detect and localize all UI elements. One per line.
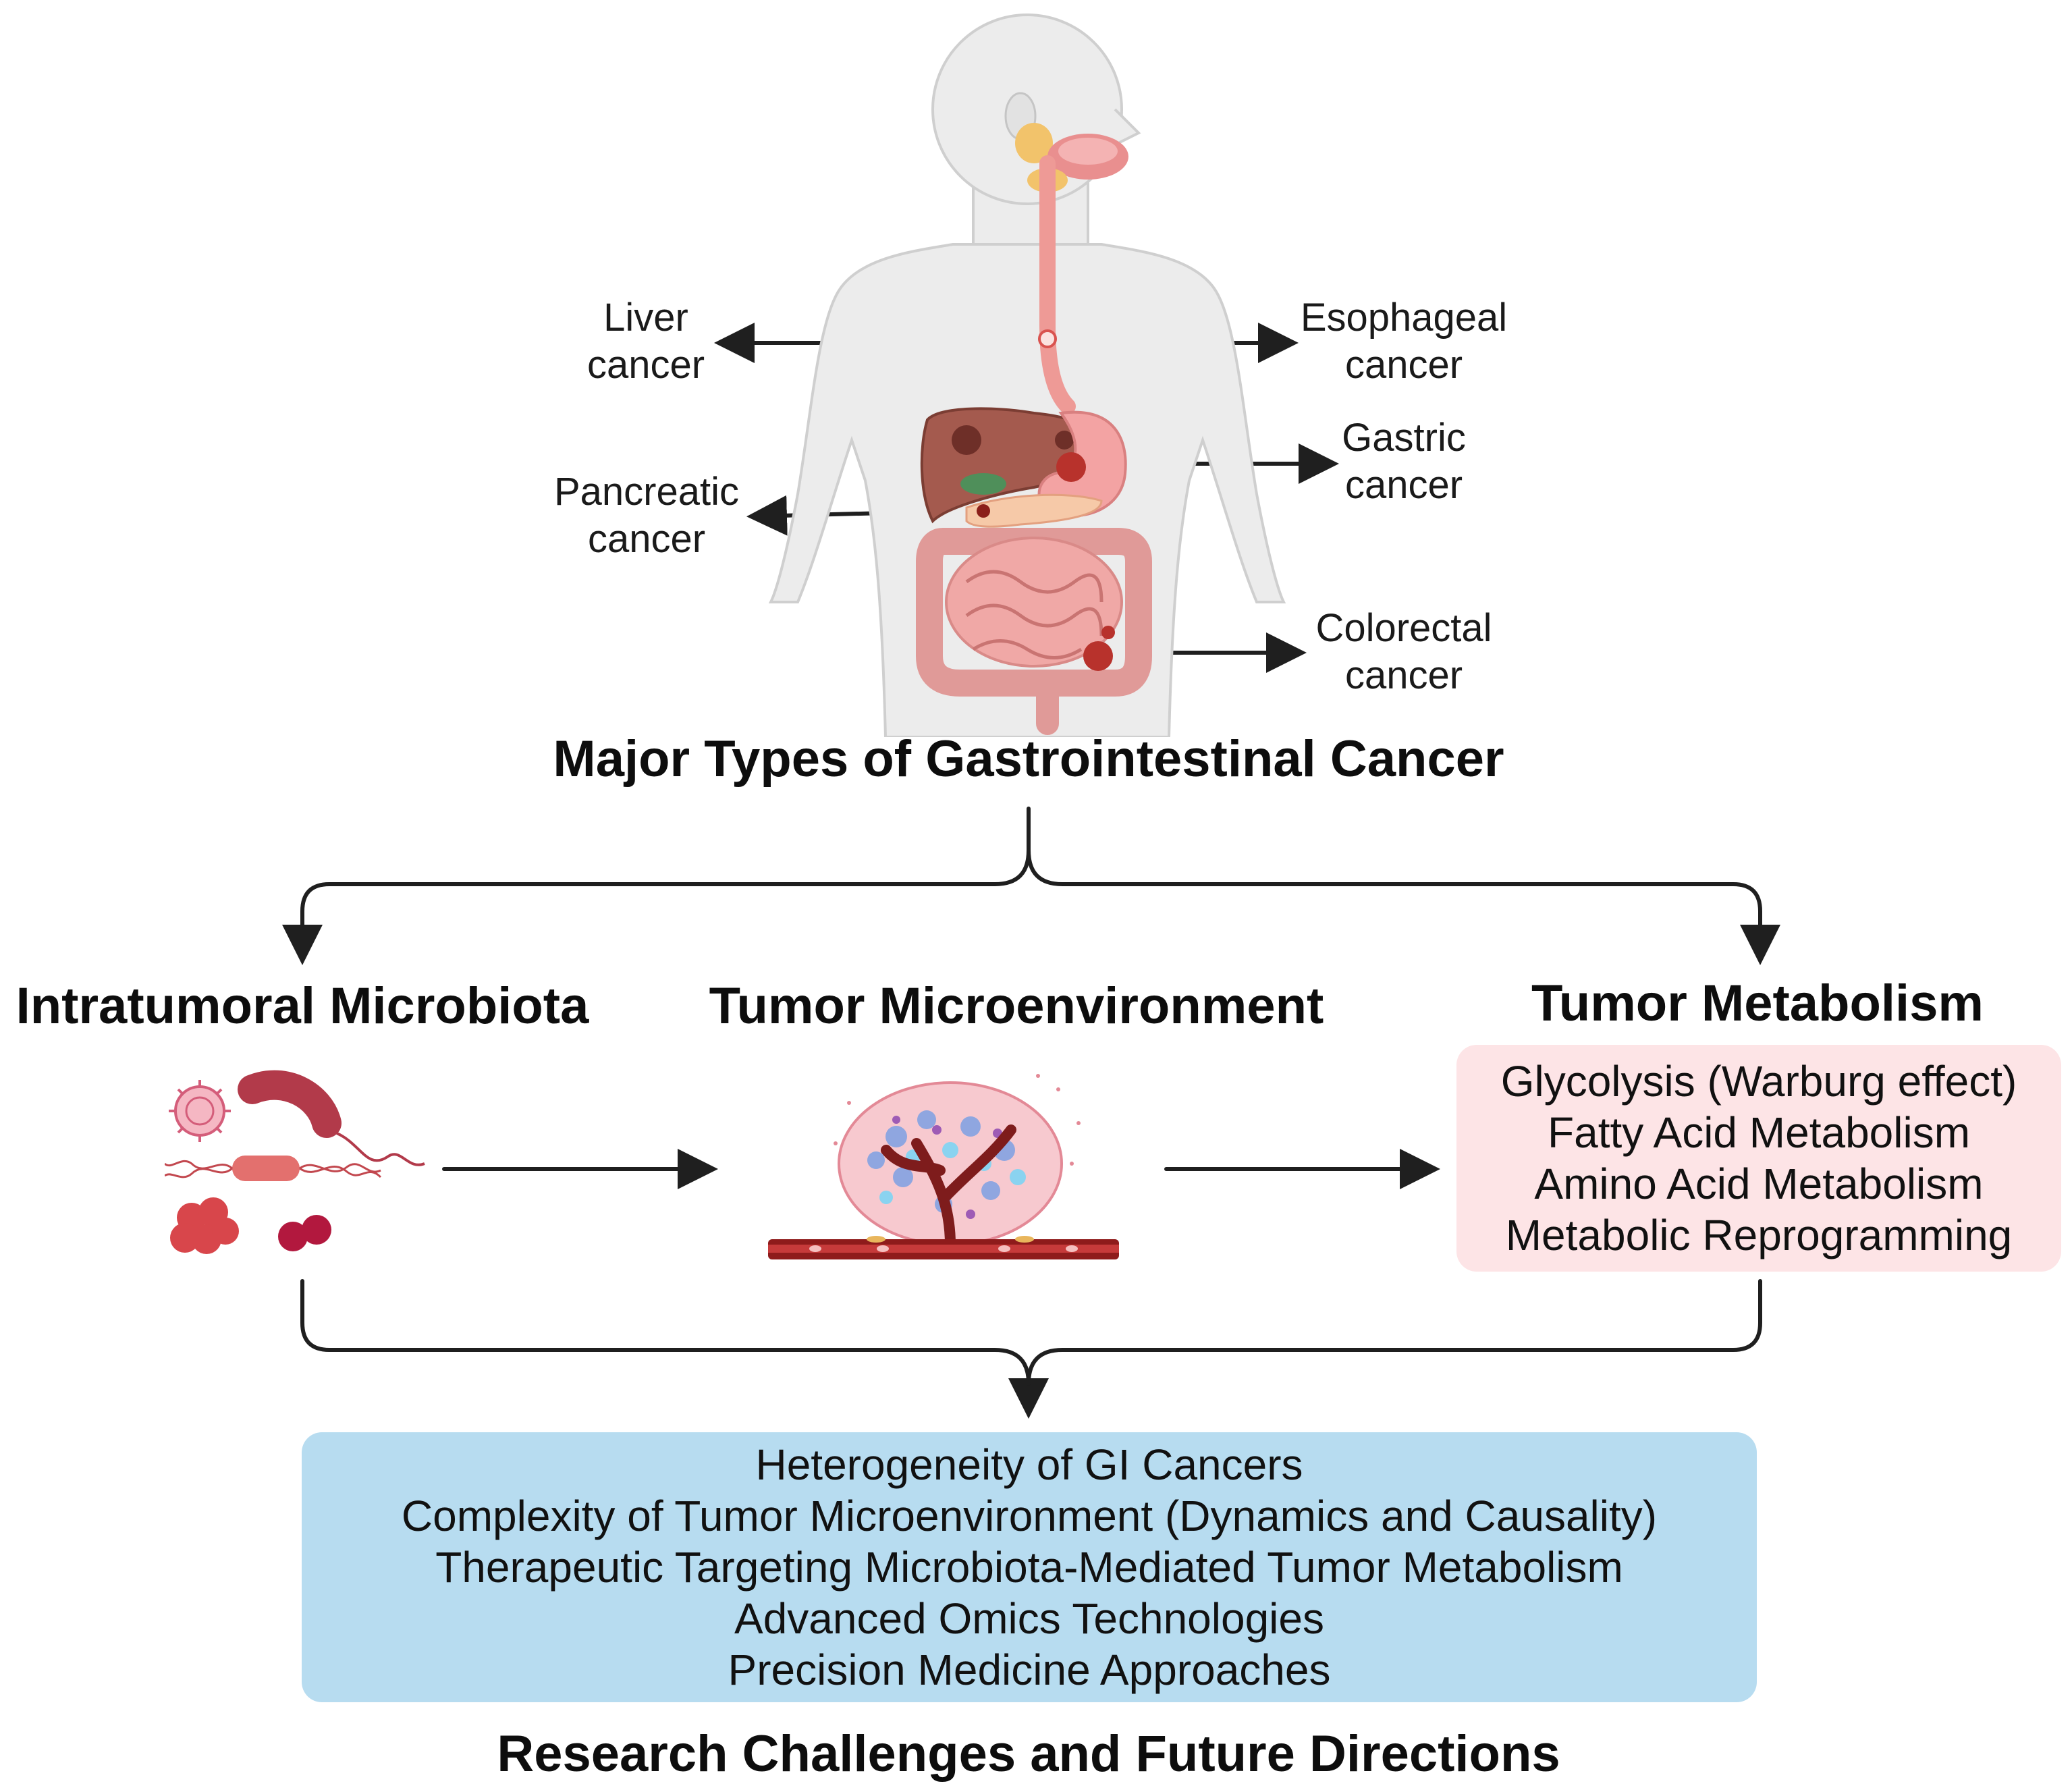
- bottom-merge-connector: [300, 1279, 1049, 1419]
- research-item: Precision Medicine Approaches: [728, 1646, 1331, 1694]
- heading-intratumoral-microbiota: Intratumoral Microbiota: [16, 977, 589, 1035]
- research-item: Advanced Omics Technologies: [734, 1594, 1324, 1643]
- bacteria-icon: [165, 1070, 425, 1254]
- research-item: Complexity of Tumor Microenvironment (Dy…: [401, 1492, 1658, 1540]
- metabolism-box: Glycolysis (Warburg effect) Fatty Acid M…: [1456, 1045, 2061, 1272]
- heading-tumor-microenvironment: Tumor Microenvironment: [709, 977, 1324, 1035]
- tumor-microenvironment-icon: [768, 1074, 1119, 1259]
- metabolism-item: Metabolic Reprogramming: [1505, 1211, 2013, 1259]
- top-branch-connector-right: [1027, 848, 1780, 965]
- research-item: Heterogeneity of GI Cancers: [755, 1440, 1303, 1489]
- virus-icon: [169, 1080, 231, 1142]
- research-challenges-box: Heterogeneity of GI Cancers Complexity o…: [302, 1432, 1757, 1702]
- heading-tumor-metabolism: Tumor Metabolism: [1531, 975, 1984, 1032]
- research-item: Therapeutic Targeting Microbiota-Mediate…: [435, 1543, 1623, 1592]
- human-body-icon: [768, 13, 1286, 737]
- bottom-merge-connector-right: [1027, 1279, 1762, 1386]
- top-branch-connector: [282, 807, 1031, 965]
- title-research-challenges: Research Challenges and Future Direction…: [497, 1725, 1560, 1783]
- metabolism-item: Glycolysis (Warburg effect): [1500, 1057, 2017, 1106]
- metabolism-item: Amino Acid Metabolism: [1534, 1160, 1984, 1208]
- metabolism-item: Fatty Acid Metabolism: [1548, 1108, 1970, 1157]
- title-major-types: Major Types of Gastrointestinal Cancer: [553, 730, 1504, 788]
